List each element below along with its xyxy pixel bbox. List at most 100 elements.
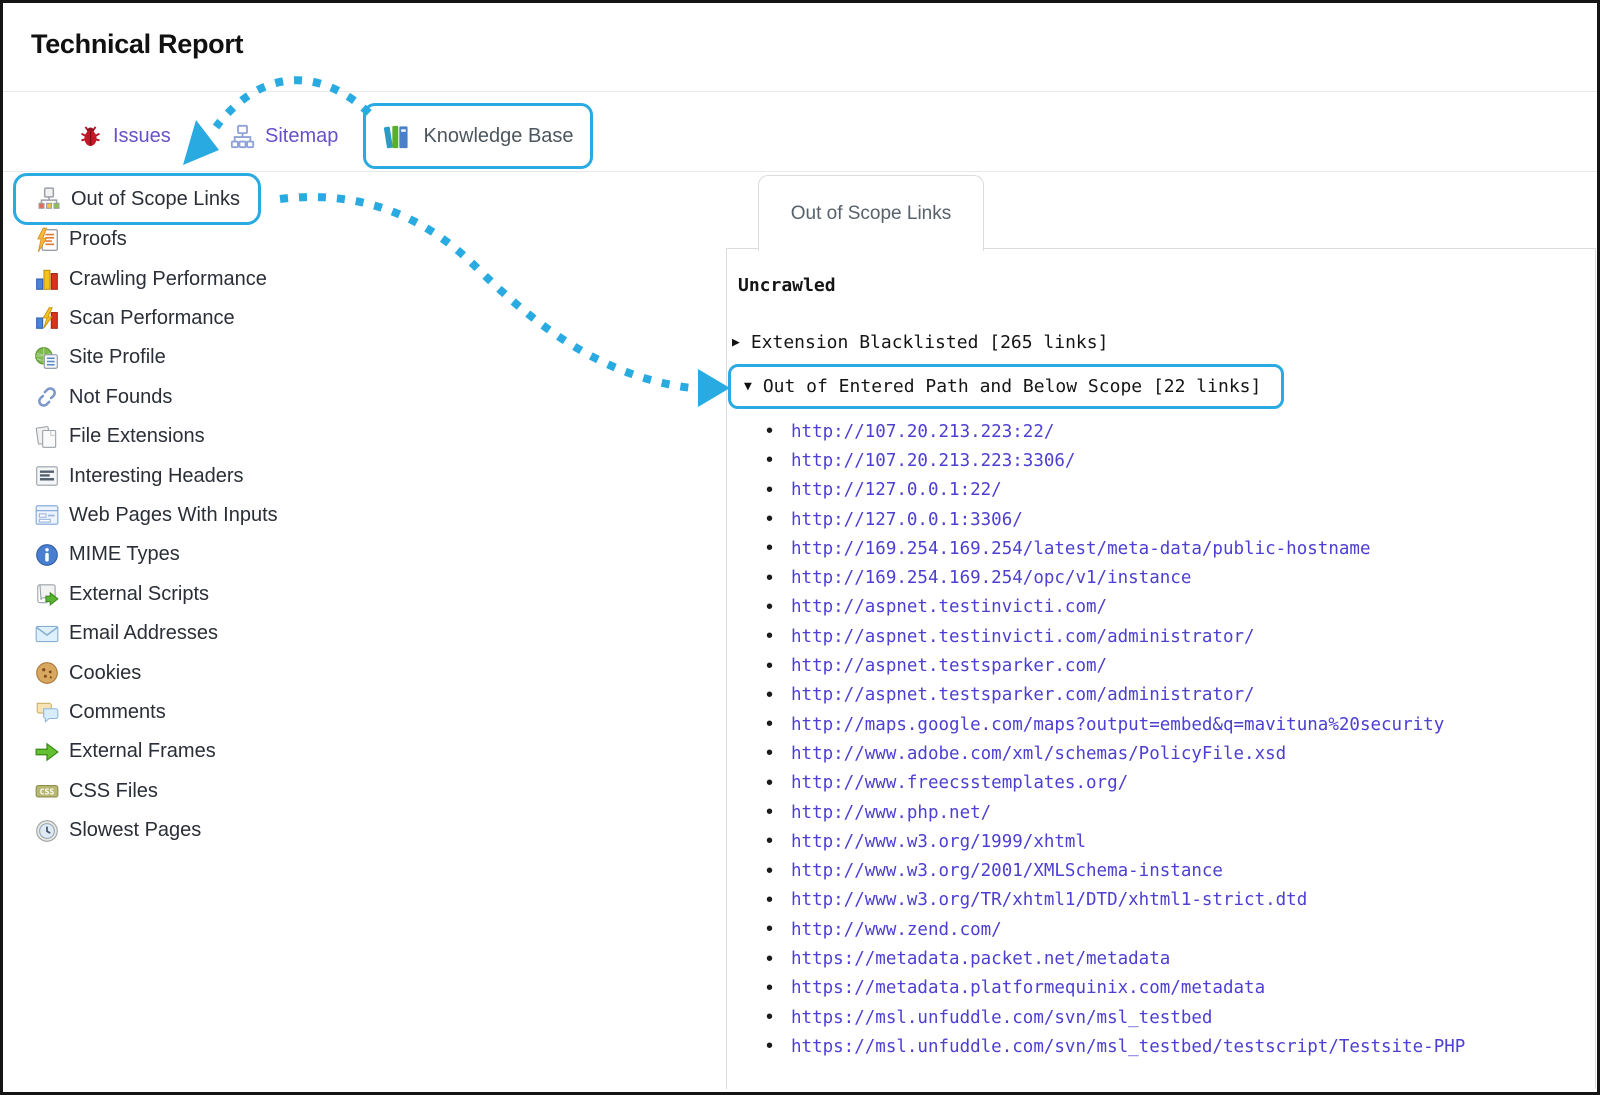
out-of-scope-link[interactable]: http://127.0.0.1:22/ (791, 480, 1002, 501)
email-addresses-icon (34, 621, 60, 647)
out-of-scope-link[interactable]: http://www.w3.org/TR/xhtml1/DTD/xhtml1-s… (791, 890, 1308, 911)
out-of-scope-link[interactable]: http://aspnet.testinvicti.com/ (791, 597, 1108, 618)
out-of-scope-link[interactable]: http://aspnet.testsparker.com/ (791, 656, 1108, 677)
link-item: • http://www.freecsstemplates.org/ (766, 769, 1128, 798)
out-of-scope-link[interactable]: http://aspnet.testinvicti.com/administra… (791, 626, 1255, 647)
group-extension-blacklisted[interactable]: ▶ Extension Blacklisted [265 links] (732, 327, 1108, 357)
out-of-scope-link[interactable]: http://www.php.net/ (791, 802, 992, 823)
sidebar-item-out-of-scope-links[interactable]: Out of Scope Links (13, 173, 261, 225)
out-of-scope-link[interactable]: http://aspnet.testsparker.com/administra… (791, 685, 1255, 706)
sidebar-item-comments[interactable]: Comments (3, 693, 166, 732)
sidebar-item-web-pages-with-inputs[interactable]: Web Pages With Inputs (3, 496, 278, 535)
tab-sitemap[interactable]: Sitemap (229, 103, 338, 169)
link-item: •http://169.254.169.254/latest/meta-data… (766, 534, 1370, 563)
crawling-performance-icon (34, 266, 60, 292)
out-of-scope-link[interactable]: http://www.w3.org/2001/XMLSchema-instanc… (791, 861, 1223, 882)
bug-icon (77, 123, 104, 150)
sidebar-item-label: Cookies (69, 661, 142, 684)
bullet-icon: • (766, 771, 774, 794)
out-of-scope-link[interactable]: http://169.254.169.254/opc/v1/instance (791, 568, 1192, 589)
link-item: • http://aspnet.testsparker.com/ (766, 651, 1107, 680)
out-of-scope-link[interactable]: http://www.zend.com/ (791, 919, 1002, 940)
collapsed-triangle-icon: ▶ (732, 334, 740, 350)
out-of-scope-link[interactable]: http://www.freecsstemplates.org/ (791, 773, 1129, 794)
tab-sitemap-label: Sitemap (265, 124, 339, 147)
cookies-icon (34, 660, 60, 686)
bullet-icon: • (766, 508, 774, 531)
bullet-icon: • (766, 654, 774, 677)
sidebar-item-external-frames[interactable]: External Frames (3, 732, 216, 771)
group-out-of-entered-path[interactable]: ▼ Out of Entered Path and Below Scope [2… (728, 364, 1285, 409)
bullet-icon: • (766, 713, 774, 736)
bullet-icon: • (766, 918, 774, 941)
sidebar-item-cookies[interactable]: Cookies (3, 653, 141, 692)
link-item: • http://aspnet.testinvicti.com/administr… (766, 622, 1255, 651)
sidebar-item-label: Slowest Pages (69, 819, 202, 842)
sidebar-item-proofs[interactable]: Proofs (3, 220, 127, 259)
sidebar-item-external-scripts[interactable]: External Scripts (3, 575, 209, 614)
sidebar-item-not-founds[interactable]: Not Founds (3, 378, 172, 417)
css-files-icon: CSS (34, 778, 60, 804)
bullet-icon: • (766, 625, 774, 648)
out-of-scope-link[interactable]: http://127.0.0.1:3306/ (791, 509, 1023, 530)
sidebar-item-label: Interesting Headers (69, 464, 244, 487)
link-item: •http://169.254.169.254/opc/v1/instance (766, 564, 1191, 593)
out-of-scope-link[interactable]: http://www.w3.org/1999/xhtml (791, 831, 1087, 852)
group-label: Out of Entered Path and Below Scope [22 … (762, 376, 1262, 397)
panel-tab-label: Out of Scope Links (790, 202, 952, 224)
tab-issues-label: Issues (113, 124, 171, 147)
sidebar-item-label: Scan Performance (69, 306, 235, 329)
link-item: •https://metadata.platformequinix.com/me… (766, 974, 1265, 1003)
sidebar-item-email-addresses[interactable]: Email Addresses (3, 614, 218, 653)
interesting-headers-icon (34, 463, 60, 489)
sidebar-item-mime-types[interactable]: MIME Types (3, 535, 180, 574)
link-item: • http://aspnet.testinvicti.com/ (766, 593, 1107, 622)
expanded-triangle-icon: ▼ (744, 379, 752, 394)
link-item: • https://msl.unfuddle.com/svn/msl_testbe… (766, 1003, 1212, 1032)
out-of-scope-link[interactable]: http://maps.google.com/maps?output=embed… (791, 714, 1445, 735)
out-of-scope-link[interactable]: https://msl.unfuddle.com/svn/msl_testbed (791, 1007, 1213, 1028)
bullet-icon: • (766, 478, 774, 501)
out-of-scope-link[interactable]: http://www.adobe.com/xml/schemas/PolicyF… (791, 743, 1287, 764)
link-item: •http://www.adobe.com/xml/schemas/Policy… (766, 739, 1286, 768)
sidebar-item-label: Crawling Performance (69, 267, 267, 290)
out-of-scope-link[interactable]: https://metadata.platformequinix.com/met… (791, 978, 1266, 999)
bullet-icon: • (766, 449, 774, 472)
bullet-icon: • (766, 595, 774, 618)
out-of-scope-link[interactable]: https://msl.unfuddle.com/svn/msl_testbed… (791, 1036, 1466, 1057)
bullet-icon: • (766, 1006, 774, 1029)
svg-text:CSS: CSS (40, 787, 55, 797)
site-profile-icon (34, 345, 60, 371)
sidebar-item-crawling-performance[interactable]: Crawling Performance (3, 259, 267, 298)
sidebar-item-label: Proofs (69, 228, 127, 251)
tab-knowledge-base[interactable]: Knowledge Base (363, 103, 593, 169)
sidebar-item-interesting-headers[interactable]: Interesting Headers (3, 456, 244, 495)
page-title: Technical Report (31, 29, 244, 59)
sidebar-item-site-profile[interactable]: Site Profile (3, 338, 166, 377)
out-of-scope-link[interactable]: http://107.20.213.223:22/ (791, 421, 1055, 442)
link-item: •http://www.php.net/ (766, 798, 991, 827)
out-of-scope-links-icon (36, 186, 62, 212)
out-of-scope-link[interactable]: http://169.254.169.254/latest/meta-data/… (791, 538, 1371, 559)
scan-performance-icon (34, 305, 60, 331)
panel-tab-out-of-scope-links[interactable]: Out of Scope Links (758, 175, 984, 251)
link-item: •http://www.w3.org/2001/XMLSchema-instan… (766, 857, 1223, 886)
out-of-scope-link[interactable]: http://107.20.213.223:3306/ (791, 450, 1076, 471)
bullet-icon: • (766, 420, 774, 443)
sidebar-item-file-extensions[interactable]: File Extensions (3, 417, 205, 456)
sidebar-item-scan-performance[interactable]: Scan Performance (3, 299, 235, 338)
tab-knowledge-base-label: Knowledge Base (423, 124, 574, 147)
link-item: •http://aspnet.testsparker.com/administr… (766, 681, 1255, 710)
out-of-scope-link[interactable]: https://metadata.packet.net/metadata (791, 949, 1171, 970)
sidebar-item-slowest-pages[interactable]: Slowest Pages (3, 811, 201, 850)
link-item: • http://127.0.0.1:3306/ (766, 505, 1023, 534)
sidebar-item-label: Not Founds (69, 385, 173, 408)
sidebar-item-label: Site Profile (69, 346, 166, 369)
tab-issues[interactable]: Issues (77, 103, 171, 169)
mime-types-icon (34, 542, 60, 568)
link-item: •http://www.w3.org/TR/xhtml1/DTD/xhtml1-… (766, 886, 1307, 915)
sidebar-item-label: External Frames (69, 740, 216, 763)
sidebar-item-label: MIME Types (69, 543, 180, 566)
